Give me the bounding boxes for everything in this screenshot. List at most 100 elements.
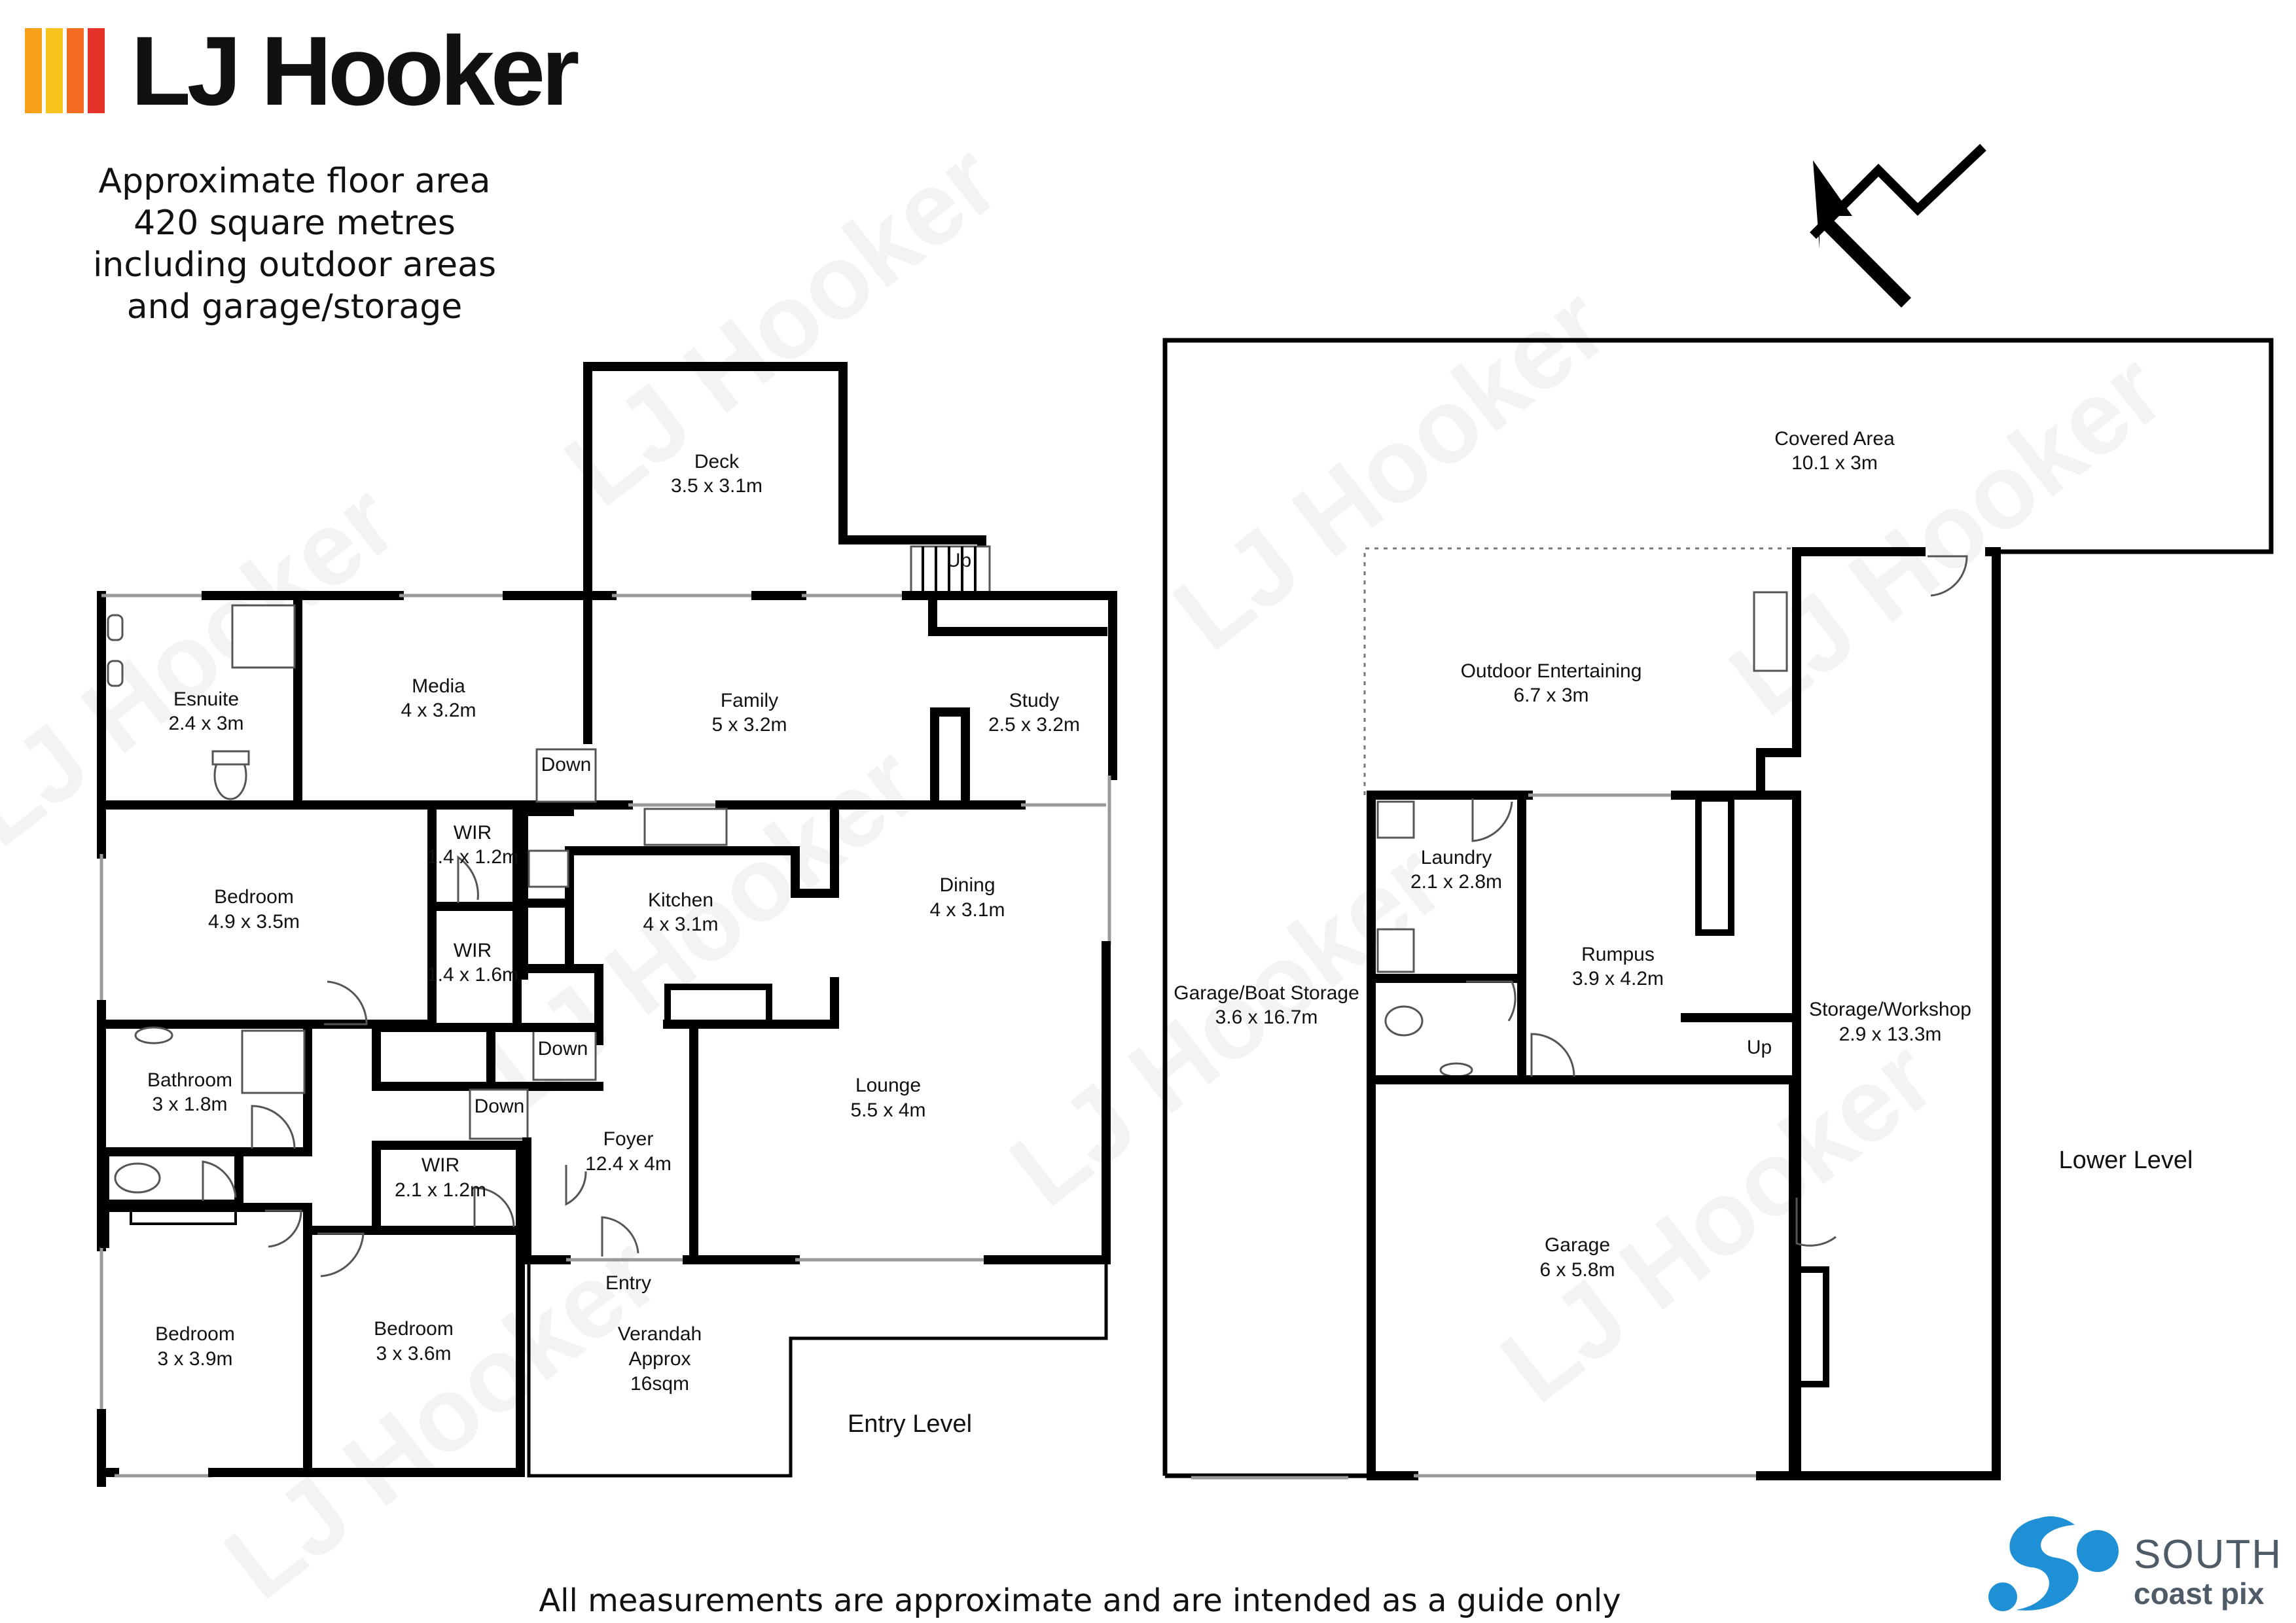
down-stair-2-icon [532, 1029, 597, 1081]
brand-stripes [25, 28, 109, 113]
watermark-2: LJ Hooker [1153, 264, 1628, 672]
north-arrow-icon [1810, 143, 1986, 308]
foyer-label: Foyer [603, 1128, 654, 1150]
lower-level-plan [1162, 338, 2274, 1480]
ensuite-fixtures-icon [107, 604, 296, 800]
esnuite-label: Esnuite [173, 688, 239, 710]
study-label: Study [1009, 690, 1060, 711]
door-garage-workshop-icon [1795, 1198, 1837, 1247]
door-entry-icon [601, 1216, 639, 1257]
lower-basin-icon [1439, 1062, 1473, 1078]
verandah-size: 16sqm [630, 1373, 689, 1395]
verandah-label: Verandah [618, 1323, 702, 1345]
bedroom-1-size: 4.9 x 3.5m [208, 911, 300, 933]
family-size: 5 x 3.2m [711, 714, 787, 736]
photographer-line-1: SOUTH [2134, 1532, 2282, 1577]
study-size: 2.5 x 3.2m [988, 714, 1080, 736]
garage-boat-label: Garage/Boat Storage [1174, 982, 1359, 1004]
lounge-size: 5.5 x 4m [850, 1099, 925, 1121]
floor-area-note: Approximate floor area 420 square metres… [52, 160, 537, 328]
door-laundry-icon [1471, 798, 1513, 842]
kitchen-cooktop-icon [528, 849, 569, 888]
floor-area-line-4: and garage/storage [126, 287, 463, 327]
brand-name: LJ Hooker [131, 16, 580, 126]
bedroom-2-label: Bedroom [155, 1323, 235, 1345]
bathroom-shower-icon [241, 1029, 306, 1094]
door-bedroom3-icon [317, 1232, 365, 1277]
down-2-label: Down [538, 1038, 588, 1060]
watermarks: LJ Hooker LJ Hooker LJ Hooker LJ Hooker … [0, 120, 2184, 1621]
door-wc-icon [202, 1160, 237, 1201]
floor-area-line-3: including outdoor areas [92, 245, 497, 285]
south-coast-pix-mark-icon [1988, 1516, 2119, 1611]
covered-area-size: 10.1 x 3m [1791, 452, 1878, 474]
esnuite-size: 2.4 x 3m [168, 713, 243, 734]
storage-workshop-size: 2.9 x 13.3m [1839, 1024, 1942, 1045]
door-bedroom1-icon [324, 980, 368, 1026]
up-lower-label: Up [1747, 1037, 1772, 1058]
door-bathroom-icon [251, 1105, 296, 1149]
kitchen-size: 4 x 3.1m [643, 914, 718, 935]
bathroom-label: Bathroom [147, 1069, 232, 1091]
entry-level-label: Entry Level [848, 1410, 972, 1438]
stripe-1 [25, 28, 42, 113]
deck-label: Deck [694, 451, 740, 473]
bathroom-basin-icon [134, 1026, 173, 1044]
wir-1-size: 1.4 x 1.2m [427, 846, 518, 868]
wir-2-label: WIR [454, 940, 492, 961]
dining-size: 4 x 3.1m [929, 899, 1005, 921]
wir-2-size: 1.4 x 1.6m [427, 964, 518, 986]
rumpus-label: Rumpus [1581, 944, 1655, 965]
down-stair-1-icon [535, 748, 597, 803]
rumpus-size: 3.9 x 4.2m [1572, 968, 1664, 990]
door-wir1-icon [457, 855, 479, 903]
down-3-label: Down [475, 1096, 525, 1117]
door-bedroom2-icon [265, 1209, 302, 1248]
laundry-label: Laundry [1421, 847, 1492, 868]
laundry-tub-icon [1376, 928, 1415, 973]
room-labels: Deck 3.5 x 3.1m Up Esnuite 2.4 x 3m Medi… [147, 428, 2193, 1438]
outdoor-size: 6.7 x 3m [1513, 685, 1588, 706]
media-size: 4 x 3.2m [401, 700, 476, 721]
photographer-line-2: coast pix [2134, 1577, 2265, 1611]
garage-size: 6 x 5.8m [1539, 1259, 1615, 1281]
door-wir3-icon [473, 1186, 515, 1228]
verandah-approx: Approx [628, 1348, 691, 1370]
deck-stair-icon [910, 545, 991, 594]
door-rumpus-icon [1530, 1033, 1575, 1077]
media-label: Media [412, 675, 465, 697]
wc-toilet-icon [114, 1162, 161, 1194]
door-storage-top-icon [1928, 555, 1968, 597]
watermark-3: LJ Hooker [1709, 330, 2185, 738]
kitchen-label: Kitchen [648, 889, 713, 911]
stripe-3 [67, 28, 84, 113]
covered-area-label: Covered Area [1774, 428, 1895, 450]
foyer-size: 12.4 x 4m [585, 1153, 672, 1175]
wir-1-label: WIR [454, 822, 492, 844]
footer-disclaimer: All measurements are approximate and are… [539, 1582, 1621, 1619]
laundry-machine-icon [1376, 800, 1415, 839]
bathroom-size: 3 x 1.8m [152, 1094, 227, 1115]
garage-boat-size: 3.6 x 16.7m [1215, 1007, 1318, 1028]
storage-workshop-label: Storage/Workshop [1809, 999, 1971, 1020]
watermark-1: LJ Hooker [544, 120, 1020, 528]
bedroom-2-size: 3 x 3.9m [157, 1348, 232, 1370]
wir-3-size: 2.1 x 1.2m [395, 1179, 486, 1201]
brand-logo: LJ Hooker [25, 22, 580, 120]
kitchen-sink-icon [643, 808, 728, 846]
lower-level-label: Lower Level [2059, 1147, 2193, 1174]
laundry-size: 2.1 x 2.8m [1410, 871, 1502, 893]
floor-area-line-1: Approximate floor area [98, 162, 491, 201]
lower-toilet-icon [1384, 1005, 1424, 1037]
entry-level-plan [97, 362, 1117, 1487]
family-label: Family [721, 690, 778, 711]
outdoor-bbq-icon [1753, 591, 1788, 672]
bedroom-3-label: Bedroom [374, 1318, 454, 1340]
garage-label: Garage [1545, 1234, 1610, 1256]
down-1-label: Down [541, 754, 592, 776]
door-wc-lower-icon [1466, 980, 1516, 1022]
down-stair-3-icon [469, 1088, 529, 1140]
door-foyer-cupboard-icon [565, 1165, 587, 1206]
bedroom-1-label: Bedroom [214, 886, 294, 908]
